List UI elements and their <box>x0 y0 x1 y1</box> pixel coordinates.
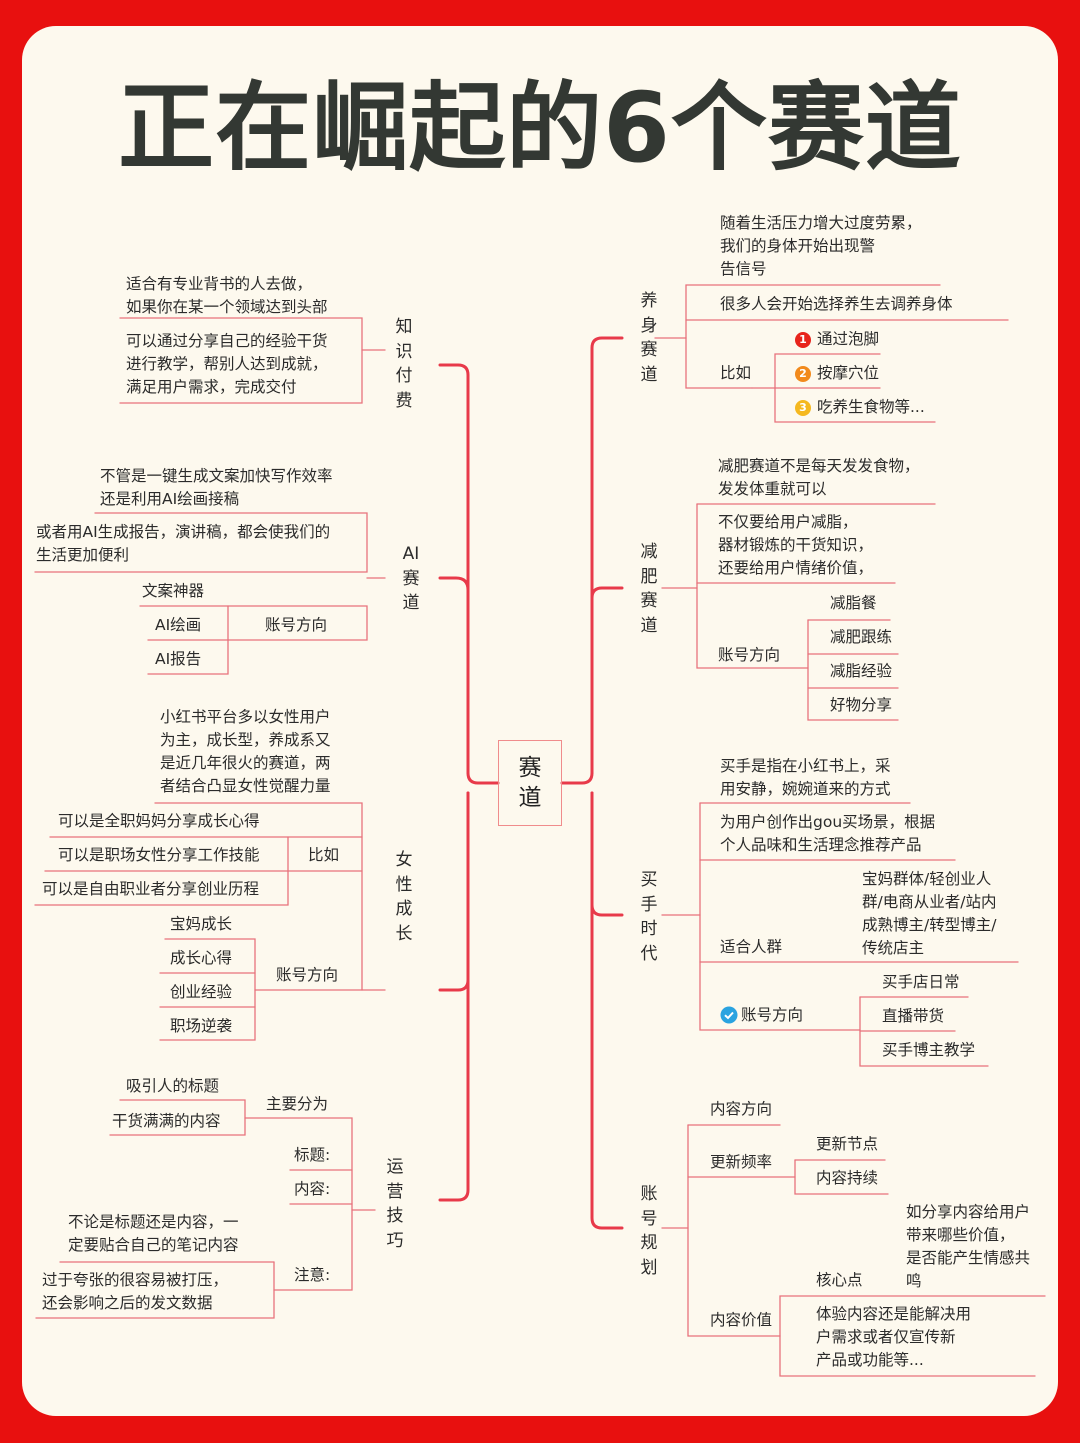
buyer-account-1: 买手店日常 <box>882 973 960 991</box>
operation-note-2: 过于夸张的很容易被打压， 还会影响之后的发文数据 <box>42 1271 229 1312</box>
weightloss-account-2: 减肥跟练 <box>830 628 893 646</box>
page-title: 正在崛起的6个赛道 <box>118 72 962 184</box>
ai-item-1: 不管是一键生成文案加快写作效率 还是利用AI绘画接稿 <box>100 467 333 508</box>
female-example-2: 可以是职场女性分享工作技能 <box>58 846 260 864</box>
planning-core: 如分享内容给用户 带来哪些价值， 是否能产生情感共 鸣 <box>906 1203 1031 1290</box>
buyer-crowd: 宝妈群体/轻创业人 群/电商从业者/站内 成熟博主/转型博主/ 传统店主 <box>862 870 997 957</box>
operation-note-1: 不论是标题还是内容，一 定要贴合自己的笔记内容 <box>68 1213 239 1254</box>
ai-account-1: 文案神器 <box>142 582 205 600</box>
node-account-planning: 账号规划 <box>640 1184 658 1278</box>
center-node: 赛道 <box>498 740 562 826</box>
female-example-1: 可以是全职妈妈分享成长心得 <box>58 812 260 830</box>
ai-item-2: 或者用AI生成报告，演讲稿，都会使我们的 生活更加便利 <box>36 523 331 564</box>
planning-experience: 体验内容还是能解决用 户需求或者仅宣传新 产品或功能等... <box>816 1305 972 1369</box>
health-example-1: 通过泡脚 <box>817 330 880 348</box>
number-2-icon: 2 <box>795 366 811 382</box>
health-item-2: 很多人会开始选择养生去调养身体 <box>720 295 953 313</box>
health-example-2: 按摩穴位 <box>817 364 880 382</box>
knowledge-item-2: 可以通过分享自己的经验干货 进行教学，帮别人达到成就， 满足用户需求，完成交付 <box>126 332 328 396</box>
operation-sub-title: 标题: <box>294 1146 331 1164</box>
planning-value-label: 内容价值 <box>710 1311 773 1329</box>
weightloss-account-4: 好物分享 <box>830 696 893 714</box>
female-example-3: 可以是自由职业者分享创业历程 <box>42 880 260 898</box>
ai-account-label: 账号方向 <box>265 616 328 634</box>
operation-main-2: 干货满满的内容 <box>112 1112 221 1130</box>
buyer-account-2: 直播带货 <box>882 1007 945 1025</box>
node-female-growth: 女性成长 <box>395 850 413 944</box>
node-health: 养身赛道 <box>640 291 658 385</box>
operation-sub-content: 内容: <box>294 1180 331 1198</box>
ai-account-2: AI绘画 <box>155 616 202 634</box>
planning-freq-2: 内容持续 <box>816 1169 879 1187</box>
female-account-3: 创业经验 <box>170 983 233 1001</box>
node-weight-loss: 减肥赛道 <box>640 542 658 636</box>
number-3-icon: 3 <box>795 400 811 416</box>
check-badge-icon <box>720 1006 738 1024</box>
health-example-label: 比如 <box>720 364 752 382</box>
buyer-item-2: 为用户创作出gou买场景，根据 个人品味和生活理念推荐产品 <box>720 813 936 854</box>
number-1-icon: 1 <box>795 332 811 348</box>
weightloss-account-label: 账号方向 <box>718 646 781 664</box>
ai-account-3: AI报告 <box>155 650 202 668</box>
center-node-label: 赛道 <box>518 755 542 811</box>
female-intro: 小红书平台多以女性用户 为主，成长型，养成系又 是近几年很火的赛道，两 者结合凸… <box>160 708 331 795</box>
weightloss-item-1: 减肥赛道不是每天发发食物， 发发体重就可以 <box>718 457 920 498</box>
planning-freq-label: 更新频率 <box>710 1153 773 1171</box>
buyer-crowd-label: 适合人群 <box>720 938 783 956</box>
operation-main-1: 吸引人的标题 <box>126 1077 220 1095</box>
planning-direction: 内容方向 <box>710 1100 773 1118</box>
buyer-item-1: 买手是指在小红书上，采 用安静，婉婉道来的方式 <box>720 757 891 798</box>
node-ai: AI赛道 <box>402 544 420 613</box>
female-account-1: 宝妈成长 <box>170 915 233 933</box>
operation-note-label: 注意: <box>294 1266 331 1284</box>
planning-freq-1: 更新节点 <box>816 1135 879 1153</box>
female-account-2: 成长心得 <box>170 949 233 967</box>
health-example-3: 吃养生食物等... <box>817 398 925 416</box>
operation-main-label: 主要分为 <box>266 1095 329 1113</box>
weightloss-item-2: 不仅要给用户减脂， 器材锻炼的干货知识， 还要给用户情绪价值， <box>718 513 874 577</box>
weightloss-account-3: 减脂经验 <box>830 662 893 680</box>
node-buyer: 买手时代 <box>640 870 658 964</box>
female-account-label: 账号方向 <box>276 966 339 984</box>
buyer-account-3: 买手博主教学 <box>882 1041 976 1059</box>
node-operation-skills: 运营技巧 <box>386 1157 404 1251</box>
planning-core-label: 核心点 <box>816 1271 863 1289</box>
node-knowledge-pay: 知识付费 <box>395 317 413 411</box>
mindmap-card <box>22 26 1058 1416</box>
buyer-account-label: 账号方向 <box>741 1006 804 1024</box>
female-example-label: 比如 <box>308 846 340 864</box>
female-account-4: 职场逆袭 <box>170 1017 233 1035</box>
knowledge-item-1: 适合有专业背书的人去做， 如果你在某一个领域达到头部 <box>126 275 328 316</box>
weightloss-account-1: 减脂餐 <box>830 594 877 612</box>
health-item-1: 随着生活压力增大过度劳累， 我们的身体开始出现警 告信号 <box>720 214 922 278</box>
